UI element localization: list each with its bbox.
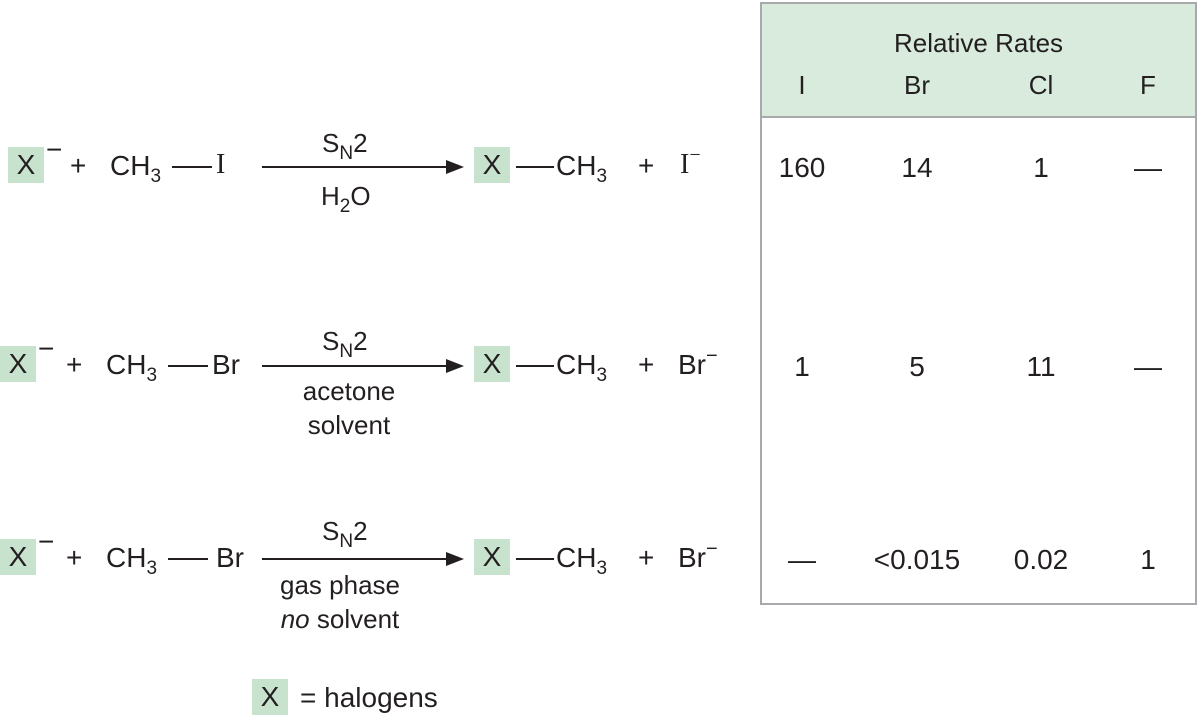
plus-sign: + — [638, 150, 655, 181]
table-cell: 1 — [1140, 544, 1156, 575]
column-header: Br — [904, 70, 930, 100]
reaction-arrow — [262, 552, 464, 566]
product-ch: CH3 — [556, 349, 608, 386]
nucleophile-x: X — [0, 539, 36, 575]
mechanism-label: SN2 — [322, 516, 368, 552]
substrate-bond — [172, 166, 212, 168]
plus-sign: + — [638, 349, 655, 380]
plus-sign: + — [70, 150, 87, 181]
table-cell: 5 — [909, 351, 925, 382]
table-cell: <0.015 — [873, 544, 961, 575]
product-bond — [516, 166, 554, 168]
leaving-ion: Br− — [678, 345, 718, 380]
table-cell: 1 — [1033, 152, 1049, 183]
mechanism-label: SN2 — [322, 128, 368, 164]
condition-solvent: H2O — [321, 181, 371, 217]
plus-sign: + — [66, 349, 83, 380]
table-cell: — — [1134, 152, 1162, 183]
leaving-ion: Br− — [678, 538, 718, 573]
table-cell: — — [1134, 351, 1162, 382]
leaving-ion: I− — [680, 144, 701, 180]
legend-symbol: X — [252, 679, 288, 715]
substrate-ch: CH3 — [110, 150, 162, 187]
leaving-group: I — [216, 149, 226, 180]
substrate-bond — [168, 365, 208, 367]
table-header: Relative Rates I Br Cl F — [762, 4, 1195, 118]
reaction-arrow — [262, 359, 464, 373]
substrate-ch: CH3 — [106, 542, 158, 579]
product-ch: CH3 — [556, 542, 608, 579]
table-cell: 160 — [778, 152, 826, 183]
product-x: X — [474, 147, 510, 183]
table-title: Relative Rates — [893, 28, 1064, 58]
leaving-group: Br — [216, 542, 244, 573]
mechanism-label: SN2 — [322, 326, 368, 362]
product-bond — [516, 365, 554, 367]
plus-sign: + — [66, 542, 83, 573]
column-header: I — [798, 70, 806, 100]
relative-rates-table: Relative Rates I Br Cl F 160 14 1 — 1 5 … — [760, 2, 1197, 605]
table-cell: 11 — [1026, 351, 1056, 382]
nucleophile-charge: − — [46, 134, 63, 165]
product-ch: CH3 — [556, 150, 608, 187]
reaction-arrow — [262, 160, 464, 174]
table-cell: — — [788, 544, 816, 575]
column-header: Cl — [1028, 70, 1054, 100]
product-x: X — [474, 346, 510, 382]
product-bond — [516, 558, 554, 560]
table-cell: 0.02 — [1013, 544, 1069, 575]
nucleophile-x: X — [0, 346, 36, 382]
table-cell: 14 — [901, 152, 933, 183]
nucleophile-charge: − — [38, 526, 55, 557]
legend-text: = halogens — [300, 682, 438, 713]
nucleophile-charge: − — [38, 333, 55, 364]
substrate-bond — [168, 558, 208, 560]
leaving-group: Br — [212, 349, 240, 380]
product-x: X — [474, 539, 510, 575]
column-header: F — [1140, 70, 1156, 100]
substrate-ch: CH3 — [106, 349, 158, 386]
nucleophile-x: X — [8, 147, 44, 183]
condition-solvent: gas phase no solvent — [280, 570, 400, 634]
plus-sign: + — [638, 542, 655, 573]
condition-solvent: acetone solvent — [302, 376, 396, 440]
table-cell: 1 — [794, 351, 810, 382]
